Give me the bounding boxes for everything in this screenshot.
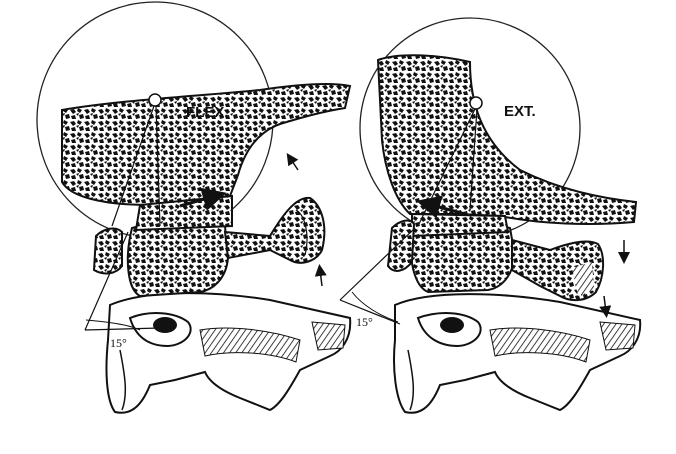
angle-line	[339, 227, 416, 301]
occiput	[376, 54, 638, 225]
flexion-angle-label: 15°	[110, 336, 127, 350]
extension-label: EXT.	[504, 103, 536, 120]
lower-vertebra-facet	[199, 327, 301, 363]
occiput	[61, 82, 352, 207]
lower-vertebra	[393, 293, 642, 414]
flexion-label: FLEX.	[186, 104, 229, 121]
motion-arrow	[286, 153, 299, 171]
anterior-arch	[92, 227, 123, 275]
spinous-process-hatch	[311, 321, 346, 351]
anterior-arch	[386, 219, 416, 272]
center-of-rotation-marker	[148, 93, 162, 107]
extension-angle-label: 15°	[356, 315, 373, 329]
motion-arrow	[599, 295, 612, 318]
lower-vertebra-facet	[489, 327, 591, 363]
center-of-rotation-marker	[469, 96, 483, 110]
foramen-shadow	[153, 317, 177, 333]
angle-line	[84, 231, 129, 331]
upper-spinous-process	[223, 196, 326, 264]
flexion-panel: FLEX. 15°	[36, 1, 352, 414]
extension-panel: EXT. 15°	[339, 17, 642, 414]
motion-arrow	[179, 187, 227, 211]
motion-arrow	[314, 264, 327, 287]
dens	[411, 212, 510, 238]
motion-arrow	[416, 195, 466, 219]
upper-vertebral-body	[126, 220, 230, 298]
